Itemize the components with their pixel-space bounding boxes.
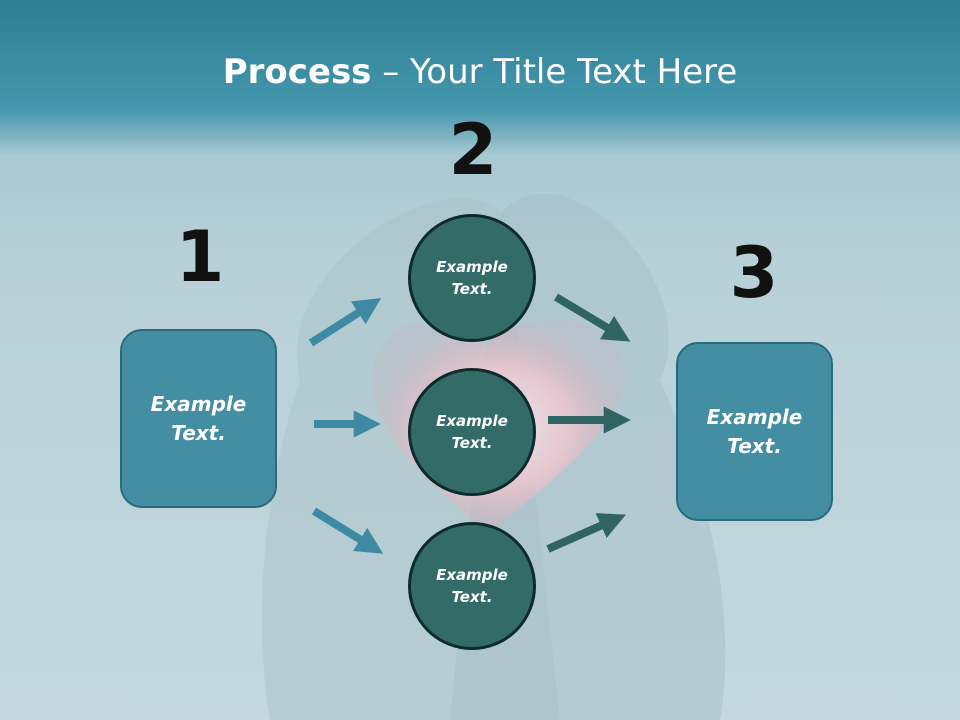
step-number-1: 1: [175, 216, 225, 298]
left-process-box: Example Text.: [120, 329, 277, 508]
arrow-bottom-to-right: [546, 513, 626, 553]
right-process-box: Example Text.: [676, 342, 833, 521]
slide-title: Process – Your Title Text Here: [0, 52, 960, 92]
step-number-3: 3: [729, 232, 779, 314]
arrow-left-to-top: [308, 298, 382, 347]
process-circle-top: Example Text.: [408, 214, 536, 342]
step-number-2: 2: [448, 109, 498, 191]
arrow-top-to-right: [553, 293, 631, 342]
process-circle-bottom: Example Text.: [408, 522, 536, 650]
title-rest: – Your Title Text Here: [371, 52, 738, 92]
arrow-left-to-bottom: [311, 507, 384, 554]
title-bold: Process: [222, 52, 372, 92]
process-circle-middle: Example Text.: [408, 368, 536, 496]
